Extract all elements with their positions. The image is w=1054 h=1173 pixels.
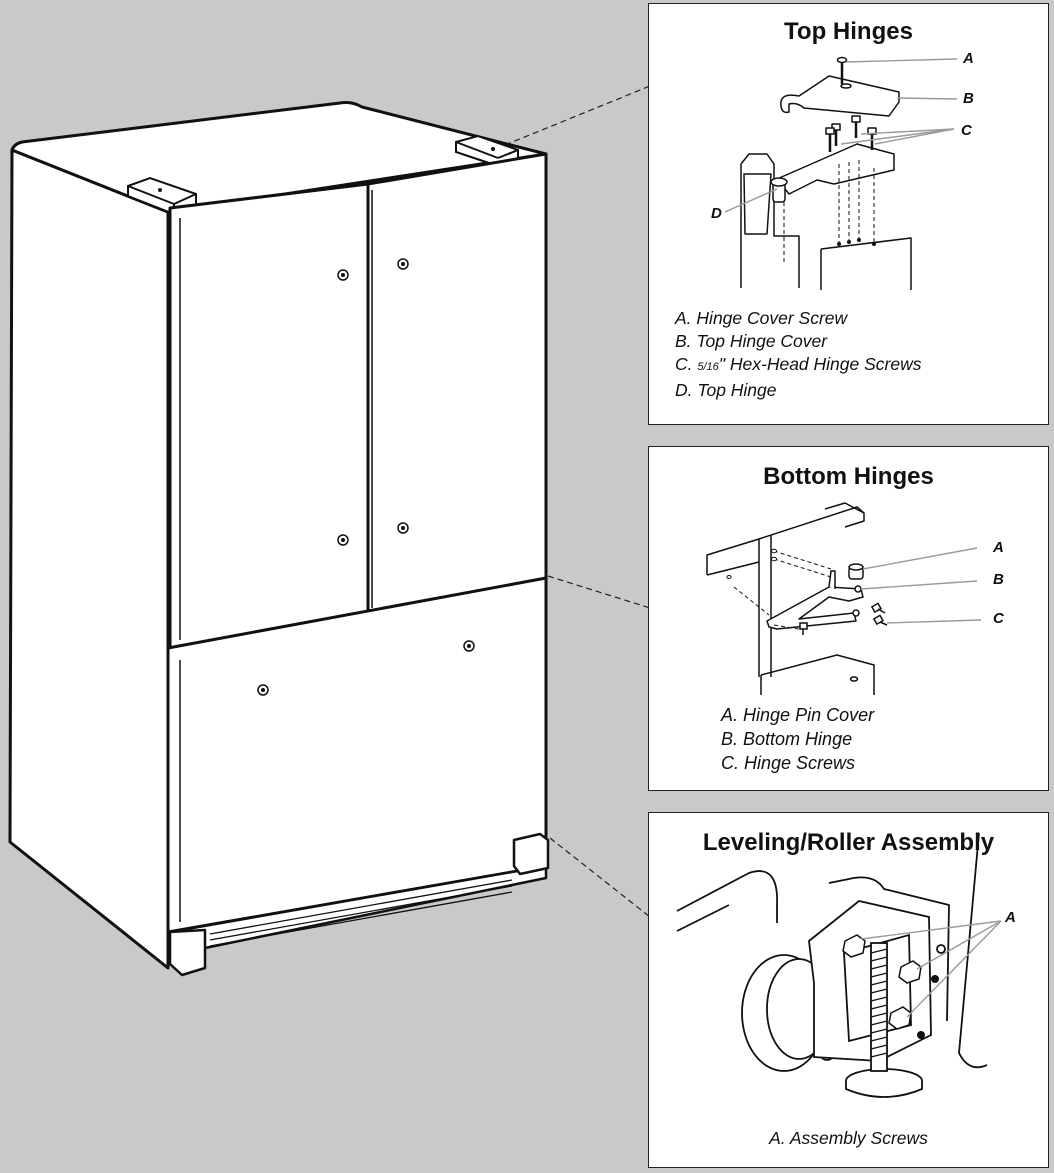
legend-item: A. Assembly Screws [769, 1128, 928, 1148]
bottom-hinges-panel: Bottom Hinges [648, 446, 1049, 791]
right-french-door [366, 152, 548, 616]
freezer-top [760, 654, 875, 695]
legend-item: B. Top Hinge Cover [675, 331, 828, 351]
bottom-callout-c: C [993, 610, 1004, 627]
assembly-screw [888, 1006, 912, 1030]
connector-bottom-hinge [547, 575, 651, 609]
top-hinges-legend: A. Hinge Cover Screw B. Top Hinge Cover … [675, 307, 921, 402]
hinge-screw [799, 622, 808, 630]
connector-top-hinge [504, 85, 651, 146]
legend-item: B. Bottom Hinge [721, 729, 853, 749]
roller-housing [676, 870, 778, 923]
left-french-door [168, 182, 370, 650]
legend-item: A. Hinge Pin Cover [721, 705, 875, 725]
top-hinges-title: Top Hinges [784, 18, 913, 45]
top-callout-d: D [711, 205, 722, 222]
leveling-legend: A. Assembly Screws [649, 1127, 1048, 1150]
bottom-hinge-bracket [766, 586, 864, 630]
cabinet-wall [706, 506, 865, 575]
connector-leveling [549, 837, 651, 918]
legend-item: C. 5/16" Hex-Head Hinge Screws [675, 354, 922, 374]
top-callout-c: C [961, 122, 972, 139]
top-hinge-diagram [724, 56, 958, 290]
top-hinge-plate [776, 143, 895, 195]
legend-item: A. Hinge Cover Screw [675, 308, 848, 328]
bottom-callout-a: A [993, 539, 1004, 556]
hinge-screw [870, 602, 882, 614]
bottom-hinges-title: Bottom Hinges [763, 463, 934, 490]
assembly-screw [842, 934, 866, 958]
legend-item: C. Hinge Screws [721, 753, 856, 773]
bottom-hinges-legend: A. Hinge Pin Cover B. Bottom Hinge C. Hi… [721, 703, 874, 775]
bottom-callout-b: B [993, 571, 1004, 588]
leveling-callout-a: A [1005, 909, 1016, 926]
leveling-roller-diagram [676, 832, 1002, 1098]
top-callout-b: B [963, 90, 974, 107]
cabinet-left-side [8, 148, 170, 970]
top-callout-a: A [963, 50, 974, 67]
leveling-roller-title: Leveling/Roller Assembly [702, 829, 995, 856]
leveling-roller-panel: Leveling/Roller Assembly [648, 812, 1049, 1168]
right-foot [512, 832, 550, 876]
bottom-hinge-diagram [706, 502, 982, 695]
left-foot [168, 928, 207, 977]
legend-item: D. Top Hinge [675, 380, 777, 400]
assembly-screw [898, 960, 922, 984]
top-hinges-panel: Top Hinges [648, 3, 1049, 425]
top-hinge-cover [780, 75, 900, 117]
